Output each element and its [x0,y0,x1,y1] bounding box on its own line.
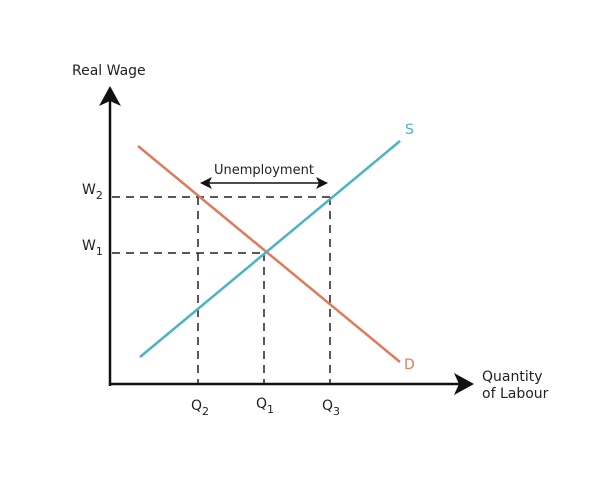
w2-sub: 2 [95,189,103,202]
supply-label: S [405,122,414,138]
q2-label: Q2 [191,398,210,418]
q3-label: Q3 [322,398,341,418]
demand-label: D [404,357,415,373]
q1-label: Q1 [256,396,275,416]
q2-sub: 2 [202,405,210,418]
arrow-left-icon [200,177,212,189]
x-axis-label-line2: of Labour [482,386,549,402]
q3-main: Q [322,398,334,414]
arrow-right-icon [316,177,328,189]
unemployment-label: Unemployment [214,163,314,178]
supply-curve [139,140,401,358]
w2-main: W [82,182,96,198]
q1-main: Q [256,396,268,412]
demand-curve [137,145,401,363]
x-axis-label-line1: Quantity [482,369,543,385]
w1-label: W1 [82,238,103,258]
q2-main: Q [191,398,203,414]
w2-label: W2 [82,182,103,202]
y-axis-arrow-icon [99,86,121,106]
w1-main: W [82,238,96,254]
y-axis-label: Real Wage [72,63,146,79]
x-axis-arrow-icon [454,373,474,395]
q1-sub: 1 [267,403,275,416]
q3-sub: 3 [333,405,341,418]
w1-sub: 1 [95,245,103,258]
